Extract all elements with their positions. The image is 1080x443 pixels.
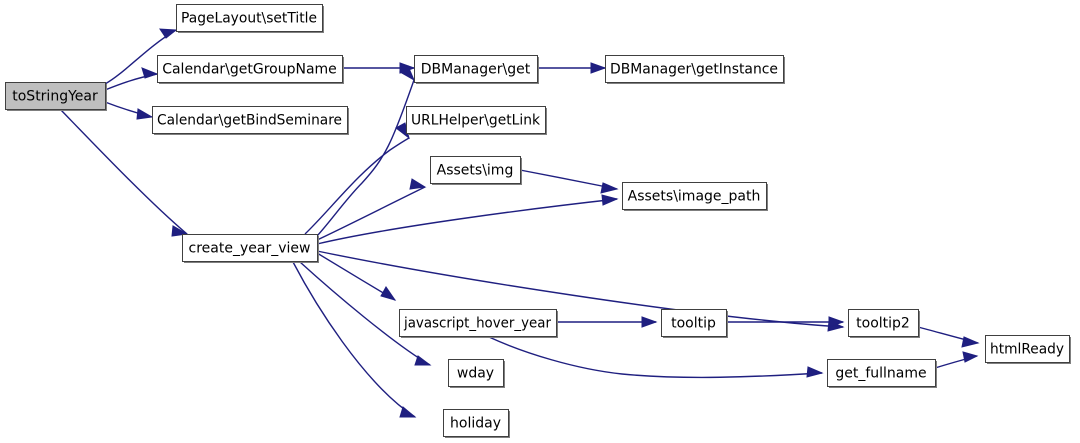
graph-node-wday[interactable]: wday [448,359,506,389]
graph-node-tooltip2[interactable]: tooltip2 [848,309,921,339]
graph-node-DBManagerGetInstance[interactable]: DBManager\getInstance [605,55,786,85]
arrowhead-icon [399,65,416,82]
arrowhead-icon [961,336,980,348]
arrowhead-icon [806,366,824,378]
arrowhead-icon [380,286,397,301]
graph-node-toStringYear[interactable]: toStringYear [5,82,108,112]
edge-line [299,261,431,366]
arrowhead-icon [136,108,154,120]
edge-javascriptHoverYear-to-tooltip [556,316,658,328]
edge-line [488,336,823,379]
node-box[interactable] [605,55,784,83]
edge-tooltip-to-tooltip2 [726,316,845,328]
node-box[interactable] [152,106,348,134]
edge-createYearView-to-javascriptHoverYear [316,252,397,301]
graph-node-CalendarGetGroupName[interactable]: Calendar\getGroupName [157,55,345,85]
node-box[interactable] [848,309,919,337]
arrowhead-icon [171,225,189,237]
graph-node-createYearView[interactable]: create_year_view [182,234,320,264]
node-box[interactable] [622,182,767,210]
node-box[interactable] [661,309,727,337]
arrowhead-icon [641,316,658,328]
graph-edges [59,28,980,418]
edge-line [304,137,410,235]
edge-line [316,198,618,245]
graph-node-AssetsImg[interactable]: Assets\img [430,156,523,186]
arrowhead-icon [962,351,979,363]
node-box[interactable] [985,335,1070,363]
node-box[interactable] [443,409,509,437]
graph-node-getFullname[interactable]: get_fullname [827,359,938,389]
arrowhead-icon [399,406,417,418]
arrowhead-icon [159,28,178,39]
graph-node-tooltip[interactable]: tooltip [661,309,729,339]
arrowhead-icon [409,178,427,190]
edge-line [292,261,416,418]
node-box[interactable] [827,359,936,387]
edge-createYearView-to-holiday [292,261,417,418]
node-box[interactable] [5,82,106,110]
edge-toStringYear-to-PageLayoutSetTitle [104,28,178,85]
edge-AssetsImg-to-AssetsImagePath [519,169,619,194]
node-box[interactable] [399,309,557,337]
edge-line [59,108,188,235]
edge-javascriptHoverYear-to-getFullname [488,336,824,379]
node-box[interactable] [406,106,546,134]
edge-createYearView-to-AssetsImagePath [316,194,619,245]
graph-node-DBManagerGet[interactable]: DBManager\get [414,55,540,85]
graph-node-CalendarGetBindSeminare[interactable]: Calendar\getBindSeminare [152,106,350,136]
edge-createYearView-to-wday [299,261,432,366]
graph-node-htmlReady[interactable]: htmlReady [985,335,1072,365]
graph-node-PageLayoutSetTitle[interactable]: PageLayout\setTitle [176,4,325,34]
arrowhead-icon [414,355,432,366]
edge-toStringYear-to-CalendarGetGroupName [104,67,159,91]
edge-toStringYear-to-createYearView [59,108,189,237]
node-box[interactable] [176,4,323,32]
node-box[interactable] [182,234,318,262]
edge-line [316,79,415,237]
edge-DBManagerGet-to-DBManagerGetInstance [537,62,607,74]
node-box[interactable] [414,55,538,83]
graph-node-javascriptHoverYear[interactable]: javascript_hover_year [399,309,559,339]
arrowhead-icon [600,182,619,194]
arrowhead-icon [828,316,845,328]
node-box[interactable] [157,55,343,83]
edge-createYearView-to-DBManagerGet [316,65,416,237]
edge-tooltip2-to-htmlReady [917,326,980,348]
node-box[interactable] [430,156,521,184]
graph-node-holiday[interactable]: holiday [443,409,511,439]
edge-toStringYear-to-CalendarGetBindSeminare [104,101,154,120]
edge-getFullname-to-htmlReady [934,351,979,369]
graph-node-AssetsImagePath[interactable]: Assets\image_path [622,182,769,212]
edge-line [316,186,426,241]
node-box[interactable] [448,359,504,387]
graph-node-URLHelperGetLink[interactable]: URLHelper\getLink [406,106,548,136]
arrowhead-icon [590,62,607,74]
edge-createYearView-to-AssetsImg [316,178,427,241]
arrowhead-icon [141,67,159,79]
arrowhead-icon [601,194,619,206]
